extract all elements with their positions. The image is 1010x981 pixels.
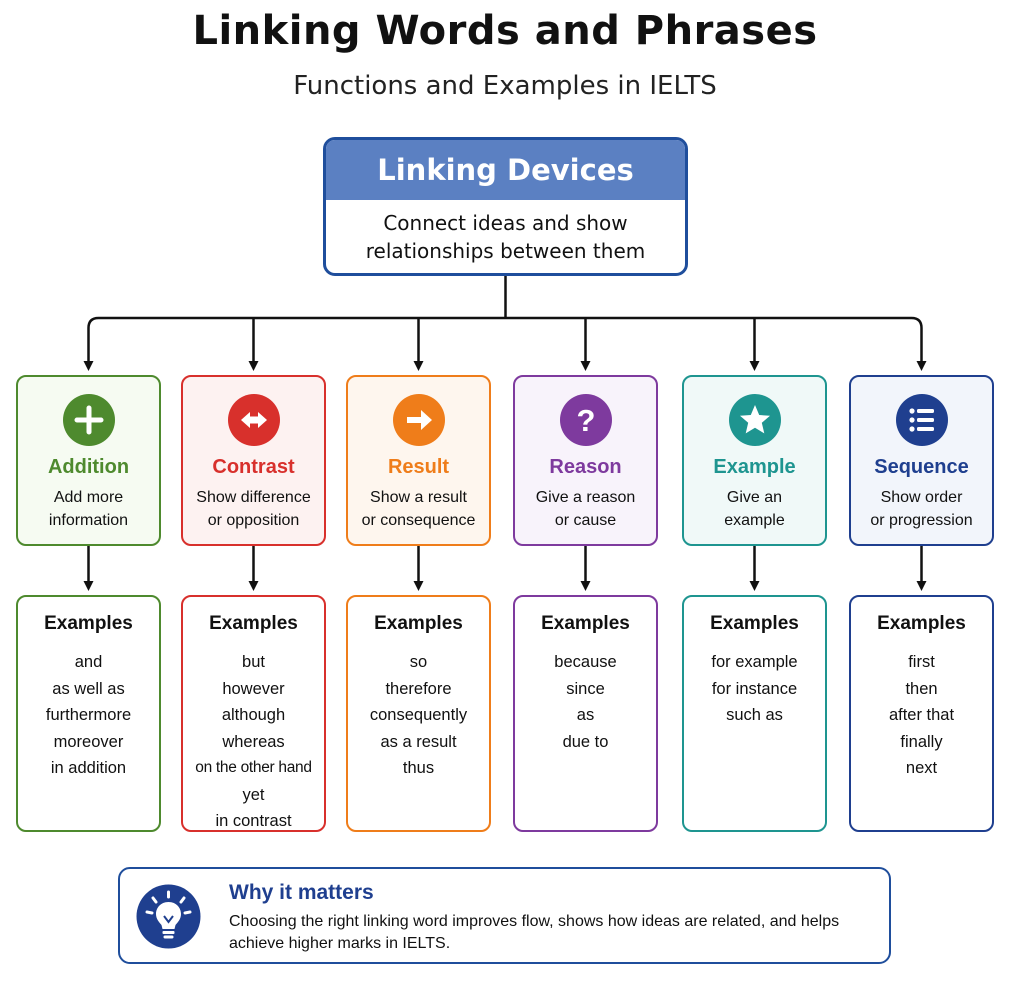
page-subtitle: Functions and Examples in IELTS bbox=[293, 71, 717, 101]
category-description-line: Show difference bbox=[196, 489, 311, 506]
category-description-line: information bbox=[48, 512, 129, 529]
example-item: but bbox=[242, 653, 265, 671]
list-icon bbox=[895, 394, 948, 446]
examples-list: but however although whereas on the other ha… bbox=[183, 649, 324, 835]
question-icon: ? bbox=[559, 394, 612, 446]
examples-card-sequence: Examples first then after that finally next bbox=[849, 595, 994, 832]
examples-card-result: Examples so therefore consequently as a resu… bbox=[346, 595, 491, 832]
category-description-line: or opposition bbox=[207, 512, 300, 529]
branch-connector bbox=[87, 316, 923, 329]
category-description-line: Add more bbox=[53, 489, 124, 506]
category-name: Contrast bbox=[212, 456, 295, 478]
example-item: consequently bbox=[369, 706, 468, 724]
example-item: as bbox=[576, 706, 595, 724]
why-it-matters-box: Why it matters Choosing the right linkin… bbox=[118, 867, 891, 964]
category-description-line: or consequence bbox=[361, 512, 476, 529]
example-item: in addition bbox=[50, 759, 127, 777]
examples-heading: Examples bbox=[710, 613, 799, 634]
category-description-line: Give a reason bbox=[535, 489, 636, 506]
lightbulb-icon bbox=[136, 884, 201, 949]
examples-card-addition: Examples and as well as furthermore moreover… bbox=[16, 595, 161, 832]
examples-list: for example for instance such as bbox=[684, 649, 825, 729]
example-item: as well as bbox=[52, 679, 125, 698]
examples-card-example: Examples for example for instance such as bbox=[682, 595, 827, 832]
examples-list: and as well as furthermore moreover in addit… bbox=[18, 649, 159, 782]
example-item: and bbox=[74, 653, 103, 671]
example-item: however bbox=[222, 679, 285, 698]
example-item: next bbox=[905, 759, 938, 777]
example-item: so bbox=[409, 653, 428, 671]
example-item: since bbox=[566, 679, 605, 698]
example-item: although bbox=[221, 706, 286, 724]
example-item: whereas bbox=[222, 732, 285, 751]
examples-list: because since as due to bbox=[515, 649, 656, 755]
example-item: in contrast bbox=[215, 812, 292, 830]
star-icon bbox=[728, 394, 781, 446]
example-item: first bbox=[908, 653, 935, 671]
category-description: Give a reason or cause bbox=[515, 486, 656, 532]
linking-devices-box: Linking Devices Connect ideas and show r… bbox=[323, 137, 688, 276]
note-title: Why it matters bbox=[229, 881, 374, 904]
category-description-line: Give an bbox=[726, 489, 783, 506]
category-description: Show a result or consequence bbox=[348, 486, 489, 532]
note-text: Choosing the right linking word improves… bbox=[229, 913, 840, 952]
category-description-line: Show a result bbox=[370, 489, 467, 506]
examples-heading: Examples bbox=[44, 613, 133, 634]
example-item: thus bbox=[402, 759, 435, 777]
category-name: Sequence bbox=[874, 456, 969, 478]
root-heading: Linking Devices bbox=[326, 140, 685, 200]
category-name: Example bbox=[713, 456, 796, 478]
page-title: Linking Words and Phrases bbox=[192, 8, 818, 54]
category-name: Addition bbox=[47, 456, 130, 478]
category-name: Result bbox=[387, 456, 450, 478]
example-item: finally bbox=[900, 732, 943, 751]
example-item: as a result bbox=[380, 732, 457, 751]
example-item: due to bbox=[562, 732, 609, 751]
example-item: after that bbox=[888, 706, 955, 724]
category-description-line: or progression bbox=[870, 512, 973, 529]
category-description-line: Show order bbox=[880, 489, 963, 506]
examples-heading: Examples bbox=[541, 613, 630, 634]
examples-card-contrast: Examples but however although whereas on the … bbox=[181, 595, 326, 832]
examples-heading: Examples bbox=[877, 613, 966, 634]
category-description: Give an example bbox=[684, 486, 825, 532]
examples-heading: Examples bbox=[374, 613, 463, 634]
examples-heading: Examples bbox=[209, 613, 298, 634]
example-item: yet bbox=[242, 785, 265, 804]
example-item: for example bbox=[711, 653, 798, 671]
example-item: therefore bbox=[385, 679, 452, 698]
example-item: then bbox=[905, 679, 938, 698]
examples-list: so therefore consequently as a result thus bbox=[348, 649, 489, 782]
plus-icon bbox=[62, 394, 115, 446]
category-description-line: example bbox=[724, 512, 785, 529]
category-description: Show order or progression bbox=[851, 486, 992, 532]
svg-text:?: ? bbox=[576, 403, 595, 438]
example-item: furthermore bbox=[45, 706, 132, 724]
example-item: on the other hand bbox=[195, 759, 312, 776]
root-description: Connect ideas and show relationships bet… bbox=[365, 210, 646, 263]
example-item: such as bbox=[726, 706, 783, 724]
examples-card-reason: Examples because since as due to bbox=[513, 595, 658, 832]
example-item: because bbox=[554, 653, 617, 671]
double-arrow-icon bbox=[227, 394, 280, 446]
category-name: Reason bbox=[549, 456, 622, 478]
category-description: Add more information bbox=[18, 486, 159, 532]
example-item: moreover bbox=[53, 732, 124, 751]
example-item: for instance bbox=[711, 679, 798, 698]
arrow-right-icon bbox=[392, 394, 445, 446]
category-description-line: or cause bbox=[554, 512, 617, 529]
category-description: Show difference or opposition bbox=[183, 486, 324, 532]
examples-list: first then after that finally next bbox=[851, 649, 992, 782]
